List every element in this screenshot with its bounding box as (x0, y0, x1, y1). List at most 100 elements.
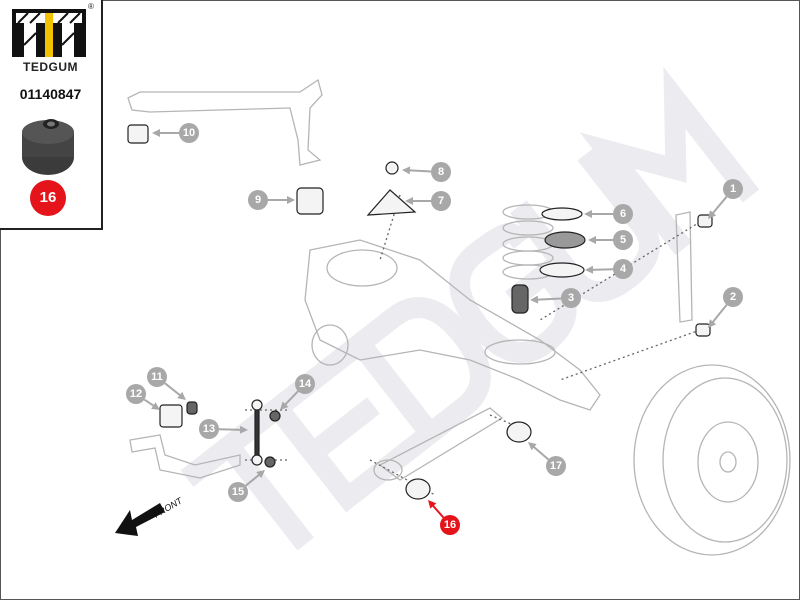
bump-stop-3 (511, 284, 529, 314)
callout-number: 10 (183, 127, 195, 139)
arrowhead-icon (405, 197, 413, 205)
callout-3: 3 (530, 288, 581, 308)
callout-number: 2 (730, 291, 736, 303)
arrowhead-icon (588, 236, 596, 244)
brand-name: TEDGUM (23, 60, 78, 74)
callout-5: 5 (588, 230, 633, 250)
callout-12: 12 (126, 384, 160, 410)
bracket-12 (159, 404, 183, 428)
clamp-11 (186, 401, 198, 415)
bushing-9 (296, 187, 324, 215)
callout-number: 11 (151, 371, 163, 383)
bushing-15 (264, 456, 276, 468)
callout-number: 9 (255, 194, 261, 206)
highlight-badge: 16 (30, 180, 66, 216)
bushing-10 (127, 124, 149, 144)
upper-control-arm (127, 78, 323, 166)
callout-leader (283, 390, 299, 407)
callout-number: 7 (438, 195, 444, 207)
callout-leader (711, 196, 728, 216)
callout-circle (199, 419, 219, 439)
shock-absorber (675, 211, 693, 323)
callout-circle (440, 515, 460, 535)
bushing-14 (269, 410, 281, 422)
callout-number: 16 (444, 519, 456, 531)
wheel (633, 364, 791, 556)
callout-circle (546, 456, 566, 476)
callout-leader (164, 382, 182, 398)
arrowhead-icon (256, 470, 265, 479)
callout-number: 4 (620, 263, 627, 275)
arrowhead-icon (177, 391, 186, 400)
callout-circle (613, 230, 633, 250)
callout-circle (126, 384, 146, 404)
callout-number: 5 (620, 234, 626, 246)
callout-number: 17 (550, 460, 562, 472)
callout-6: 6 (584, 204, 633, 224)
arrowhead-icon (530, 295, 539, 304)
arrowhead-icon (287, 196, 295, 204)
callout-leader (407, 169, 432, 173)
link-13 (254, 404, 260, 461)
callout-7: 7 (405, 191, 451, 211)
bushing-2 (695, 323, 711, 337)
parts (127, 124, 713, 500)
bushing-16 (405, 478, 431, 500)
callout-circle (723, 287, 743, 307)
bushing-17 (506, 421, 532, 443)
callout-leader (535, 297, 562, 301)
callout-number: 1 (730, 183, 736, 195)
callout-circle (295, 374, 315, 394)
product-photo (22, 119, 74, 175)
part-info-panel: ® TEDGUM 01140847 16 (0, 0, 103, 230)
arrowhead-icon (584, 210, 592, 218)
callout-number: 14 (299, 378, 312, 390)
callout-circle (147, 367, 167, 387)
callout-leader (431, 503, 445, 519)
callout-leader (710, 304, 728, 324)
arrowhead-icon (280, 401, 289, 410)
arrowhead-icon (528, 442, 537, 451)
watermark-logo (180, 66, 760, 551)
callout-2: 2 (708, 287, 743, 328)
ball-joint-7 (366, 189, 417, 216)
callout-11: 11 (147, 367, 186, 400)
registered-mark: ® (88, 2, 94, 11)
callout-14: 14 (280, 374, 315, 410)
arrowhead-icon (152, 129, 160, 137)
callout-17: 17 (528, 442, 566, 476)
callout-circle (613, 204, 633, 224)
callout-15: 15 (228, 470, 265, 502)
callout-16: 16 (428, 500, 460, 535)
callout-leader (245, 473, 261, 487)
lower-control-arm (378, 407, 504, 481)
callout-circle (248, 190, 268, 210)
callout-1: 1 (708, 179, 743, 219)
callout-circle (179, 123, 199, 143)
ball-joint-8 (385, 161, 399, 175)
arrowhead-icon (428, 500, 437, 509)
callout-circle (431, 162, 451, 182)
callout-4: 4 (585, 259, 633, 279)
arrowhead-icon (402, 166, 411, 175)
callout-number: 13 (203, 423, 215, 435)
callout-leader (143, 398, 156, 408)
arrowhead-icon (151, 402, 160, 410)
front-label: FRONT (152, 495, 185, 520)
callout-number: 6 (620, 208, 626, 220)
seat-6 (541, 207, 583, 221)
front-arrow-icon: FRONT (115, 495, 185, 536)
callout-number: 12 (130, 388, 142, 400)
callout-leader (218, 428, 243, 431)
callout-circle (613, 259, 633, 279)
tedgum-logo (12, 9, 86, 57)
part-number: 01140847 (19, 86, 82, 102)
callout-10: 10 (152, 123, 199, 143)
arrowhead-icon (239, 425, 248, 434)
callout-13: 13 (199, 419, 248, 439)
callout-8: 8 (402, 162, 451, 182)
seat-4 (539, 262, 585, 278)
callout-number: 3 (568, 292, 574, 304)
callout-circle (723, 179, 743, 199)
callout-9: 9 (248, 190, 295, 210)
